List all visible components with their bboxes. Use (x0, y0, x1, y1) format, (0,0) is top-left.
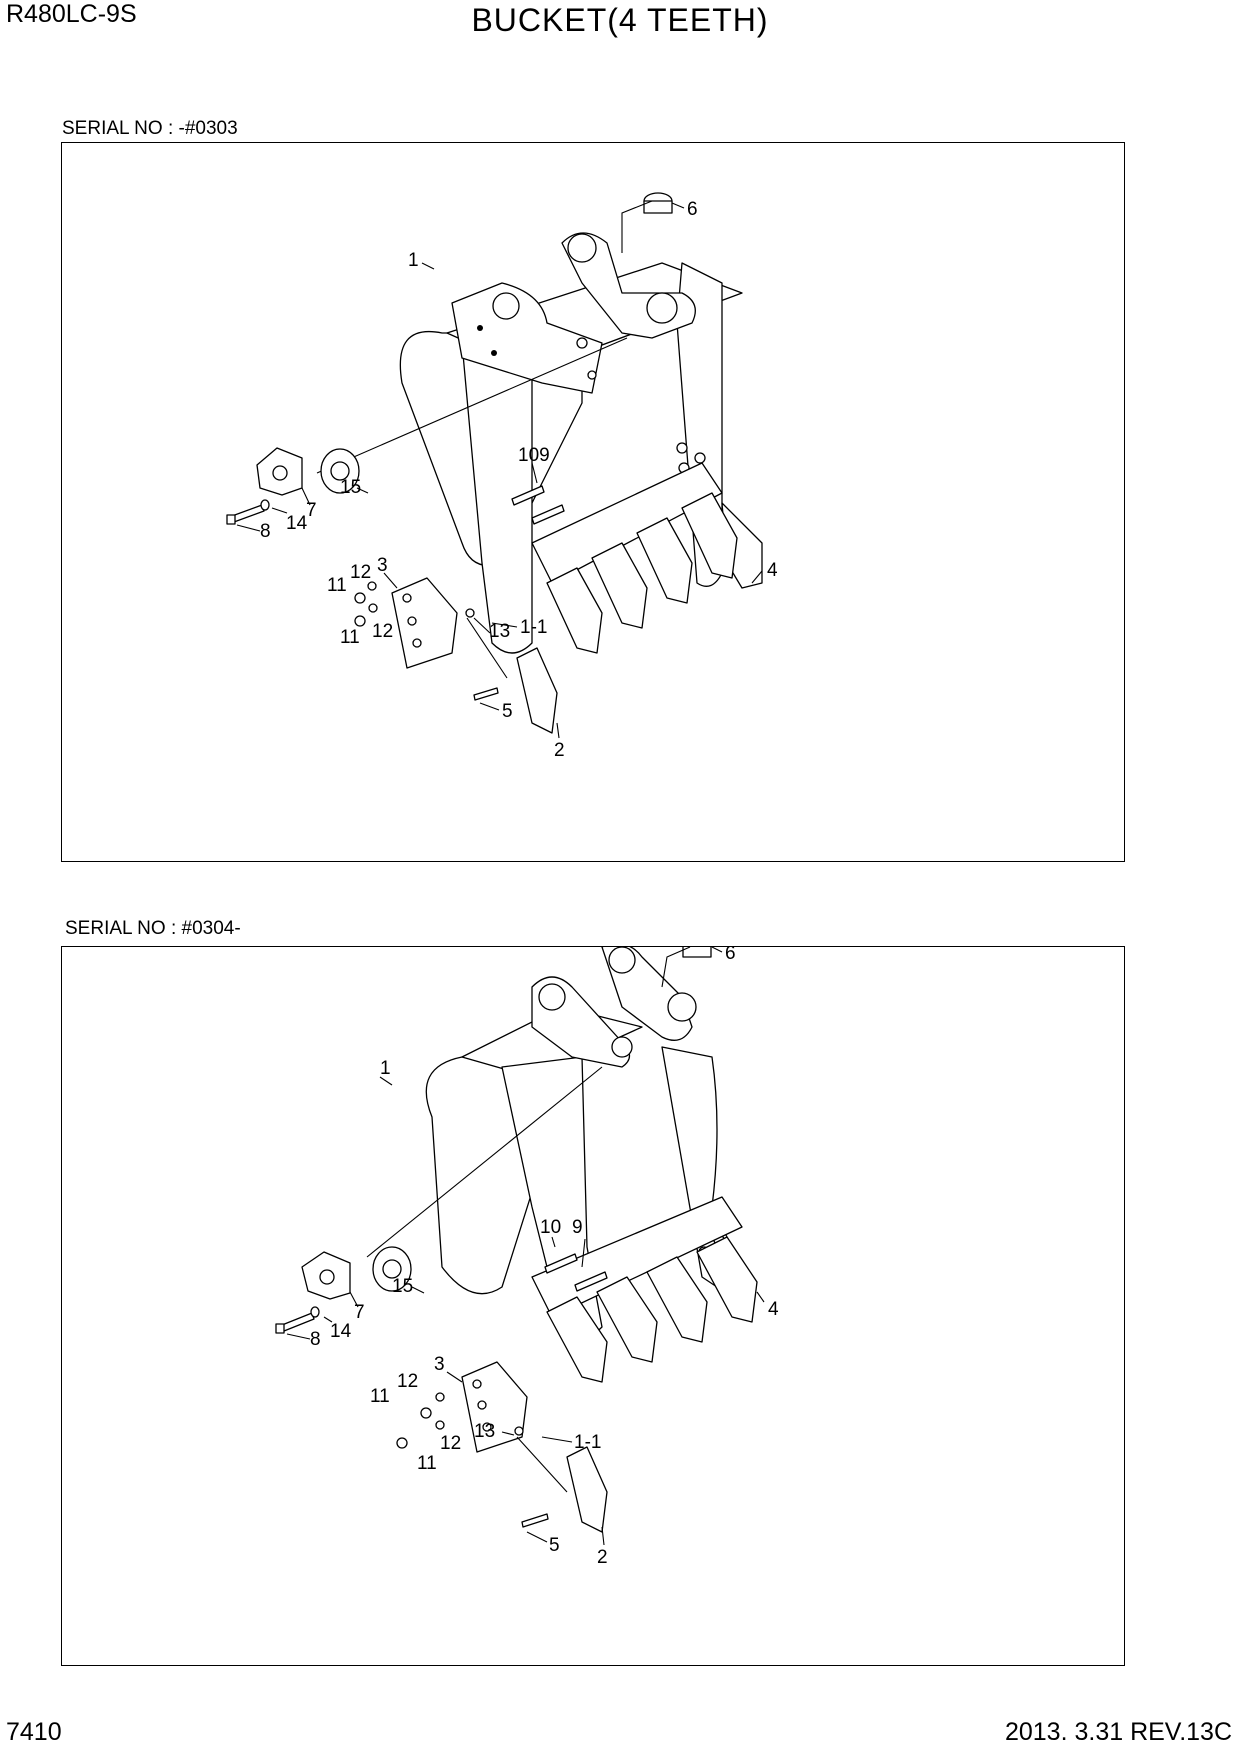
callout-2: 2 (597, 1547, 608, 1568)
callout-15: 15 (392, 1276, 413, 1297)
callout-9: 9 (572, 1217, 583, 1238)
callout-6: 6 (725, 947, 736, 964)
callout-6: 6 (687, 199, 698, 220)
callout-3: 3 (434, 1354, 445, 1375)
callout-13: 13 (489, 621, 510, 642)
diagram-frame-1: 6 1 15 7 14 8 109 4 3 12 11 12 11 13 1-1… (61, 142, 1125, 862)
callout-12a: 12 (397, 1371, 418, 1392)
callout-3: 3 (377, 555, 388, 576)
callout-5: 5 (549, 1535, 560, 1556)
callout-1-1: 1-1 (520, 617, 547, 638)
model-number: R480LC-9S (6, 0, 137, 28)
parts (275, 947, 712, 1533)
page-title: BUCKET(4 TEETH) (471, 2, 769, 38)
callout-5: 5 (502, 701, 513, 722)
callout-1-1: 1-1 (574, 1432, 601, 1453)
callout-14: 14 (286, 513, 308, 534)
bucket-body (366, 947, 758, 1383)
callouts: 6 1 15 7 14 8 109 4 3 12 11 12 11 13 1-1… (236, 199, 778, 761)
callout-12b: 12 (440, 1433, 461, 1454)
callout-12b: 12 (372, 621, 393, 642)
bucket-diagram-2: 6 1 15 7 14 8 10 9 4 3 12 11 12 11 13 1-… (275, 947, 779, 1568)
callout-109: 109 (518, 445, 550, 466)
diagram-frame-2: 6 1 15 7 14 8 10 9 4 3 12 11 12 11 13 1-… (61, 946, 1125, 1666)
callout-2: 2 (554, 740, 565, 761)
page-number: 7410 (6, 1718, 62, 1746)
callout-7: 7 (354, 1302, 365, 1323)
serial-label-1: SERIAL NO : -#0303 (62, 118, 238, 139)
callout-4: 4 (768, 1299, 779, 1320)
callout-11a: 11 (370, 1386, 390, 1407)
bucket-body (316, 232, 763, 654)
callout-11a: 11 (327, 575, 347, 596)
callouts: 6 1 15 7 14 8 10 9 4 3 12 11 12 11 13 1-… (286, 947, 779, 1568)
revision-date: 2013. 3.31 REV.13C (1004, 1718, 1232, 1746)
callout-11b: 11 (340, 627, 360, 648)
callout-8: 8 (310, 1329, 321, 1350)
callout-13: 13 (474, 1421, 495, 1442)
callout-1: 1 (380, 1058, 391, 1079)
callout-11b: 11 (417, 1453, 437, 1474)
bucket-diagram-1: 6 1 15 7 14 8 109 4 3 12 11 12 11 13 1-1… (226, 192, 778, 761)
parts (226, 192, 673, 734)
callout-15: 15 (340, 477, 361, 498)
callout-4: 4 (767, 560, 778, 581)
callout-8: 8 (260, 521, 271, 542)
callout-1: 1 (408, 250, 419, 271)
callout-10: 10 (540, 1217, 561, 1238)
serial-label-2: SERIAL NO : #0304- (65, 918, 241, 939)
callout-7: 7 (306, 500, 317, 521)
callout-14: 14 (330, 1321, 352, 1342)
callout-12a: 12 (350, 562, 371, 583)
